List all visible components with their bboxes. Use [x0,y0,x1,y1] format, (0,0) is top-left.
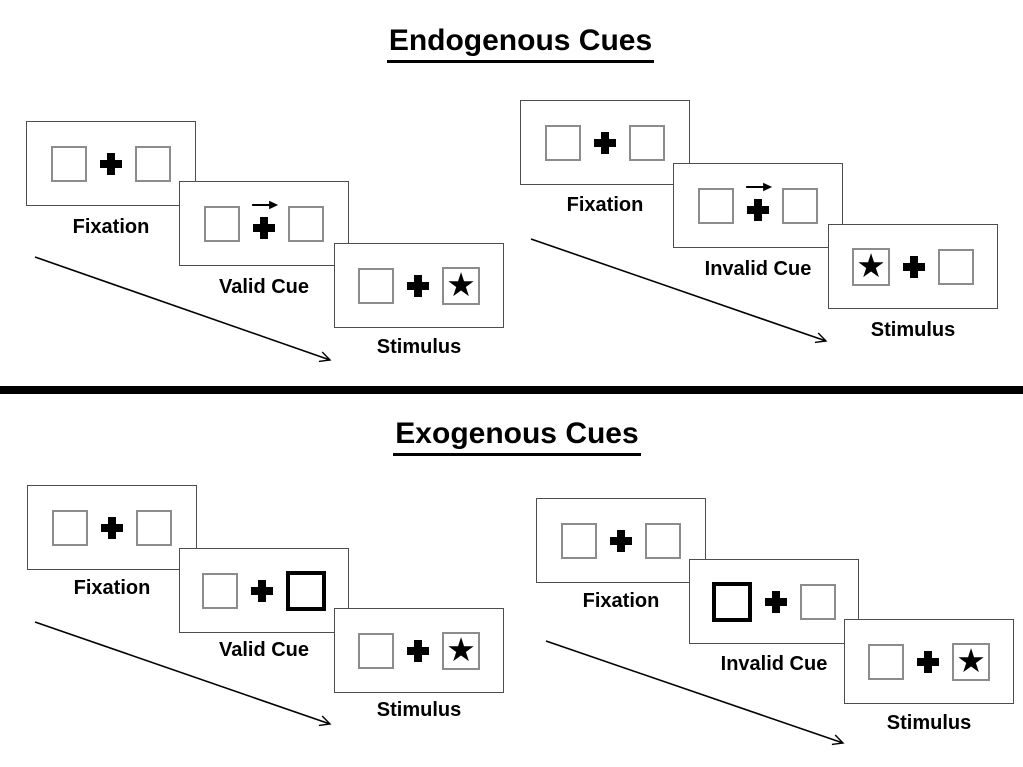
star-icon: ★ [856,246,886,285]
section-divider [0,386,1023,394]
right-box-with-star: ★ [442,630,480,670]
card-label: Stimulus [886,712,972,734]
valid-cue-card [179,548,349,633]
fixation-cross [765,590,787,613]
star-icon: ★ [956,641,986,680]
left-box [202,572,238,609]
section-title-text: Endogenous Cues [386,24,655,63]
fixation-cross [100,152,122,175]
star-icon: ★ [446,265,476,304]
left-box [358,632,394,669]
plus-icon [594,131,616,154]
left-box-with-star: ★ [852,246,890,286]
right-box [136,509,172,546]
plus-icon [407,274,429,297]
fixation-cross [407,274,429,297]
card-label: Invalid Cue [720,653,828,675]
timeline-arrow-endo-valid [34,256,332,363]
fixation-cross [746,182,773,221]
left-box [52,509,88,546]
plus-icon [610,529,632,552]
card-label: Valid Cue [218,276,310,298]
card-label: Stimulus [870,319,956,341]
plus-icon [253,216,275,239]
fixation-card [536,498,706,583]
right-box [938,248,974,285]
fixation-cross [903,255,925,278]
fixation-card [520,100,690,185]
left-box [545,124,581,161]
left-box [204,205,240,242]
left-box-bold-cue [712,581,752,622]
star-icon: ★ [446,630,476,669]
left-box [868,643,904,680]
plus-icon [251,579,273,602]
fixation-cross [594,131,616,154]
card-label: Fixation [582,590,660,612]
timeline-arrow-exo-valid [34,621,332,727]
right-box [782,187,818,224]
plus-icon [765,590,787,613]
left-box [358,267,394,304]
fixation-cross [101,516,123,539]
stimulus-card: ★ [844,619,1014,704]
right-box [135,145,171,182]
plus-icon [101,516,123,539]
right-box-with-star: ★ [442,265,480,305]
timeline-arrow-endo-invalid [530,238,828,344]
valid-cue-card [179,181,349,266]
stimulus-card: ★ [334,608,504,693]
left-box [698,187,734,224]
fixation-card [27,485,197,570]
fixation-cross [251,579,273,602]
invalid-cue-card [673,163,843,248]
right-box [629,124,665,161]
fixation-cross [252,200,279,239]
section-title-text: Exogenous Cues [393,417,641,456]
right-box-with-star: ★ [952,641,990,681]
fixation-cross [917,650,939,673]
right-box [288,205,324,242]
card-label: Stimulus [376,699,462,721]
fixation-cross [407,639,429,662]
left-box [51,145,87,182]
right-box [645,522,681,559]
plus-icon [407,639,429,662]
card-label: Fixation [566,194,644,216]
cue-arrow-right-icon [746,182,773,191]
card-label: Stimulus [376,336,462,358]
stimulus-card: ★ [828,224,998,309]
cue-arrow-right-icon [252,200,279,209]
left-box [561,522,597,559]
section-title-endogenous: Endogenous Cues [18,24,1023,63]
card-label: Fixation [73,577,151,599]
invalid-cue-card [689,559,859,644]
plus-icon [747,198,769,221]
stimulus-card: ★ [334,243,504,328]
card-label: Fixation [72,216,150,238]
plus-icon [917,650,939,673]
section-title-exogenous: Exogenous Cues [12,417,1022,456]
card-label: Invalid Cue [704,258,812,280]
plus-icon [100,152,122,175]
card-label: Valid Cue [218,639,310,661]
plus-icon [903,255,925,278]
fixation-cross [610,529,632,552]
fixation-card [26,121,196,206]
right-box [800,583,836,620]
right-box-bold-cue [286,570,326,611]
